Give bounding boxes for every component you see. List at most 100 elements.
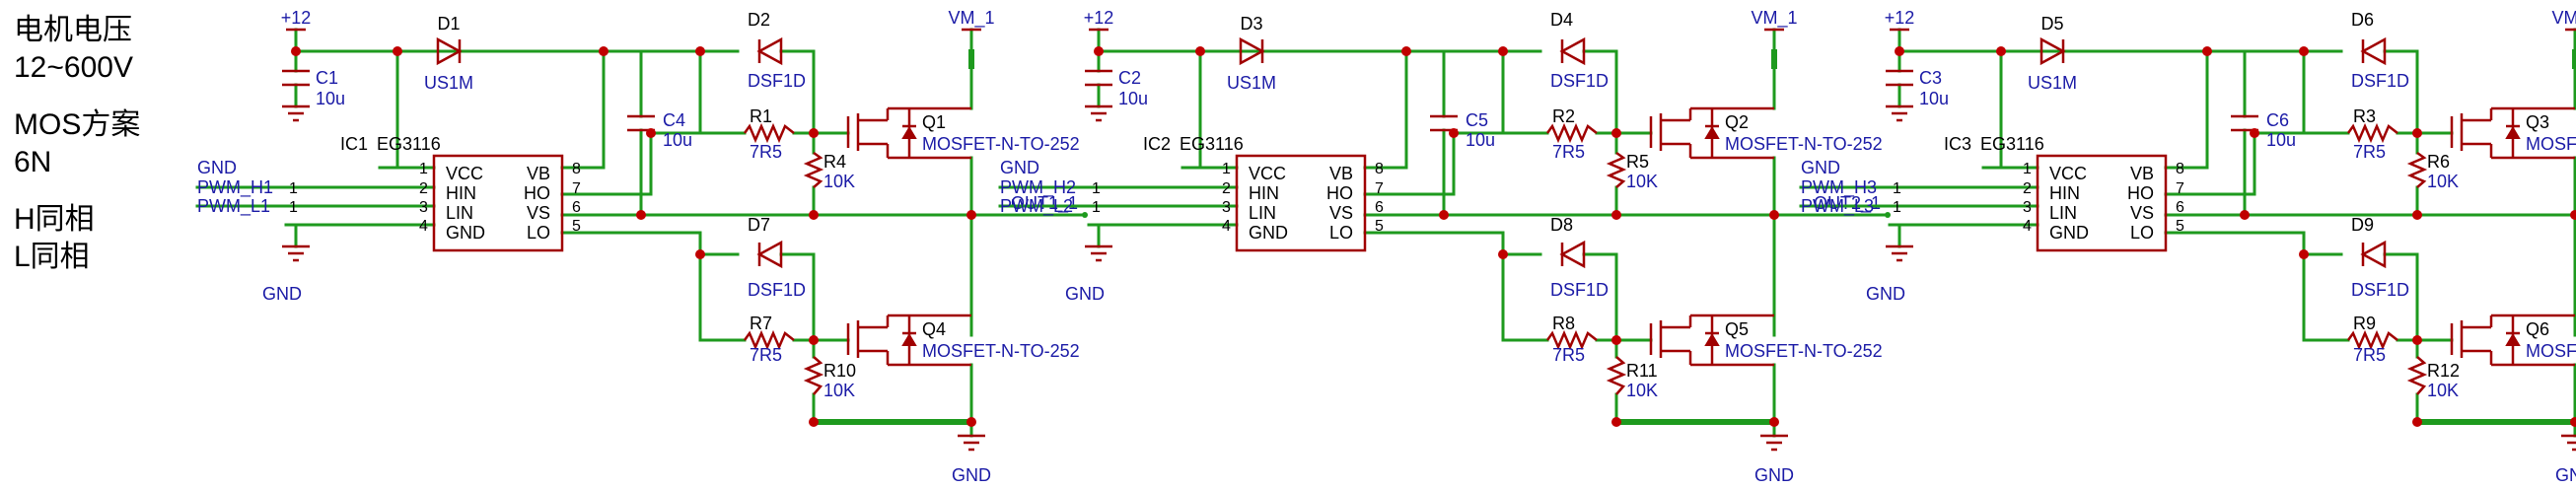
lo-gate-res-ref: R8	[1552, 314, 1575, 333]
ic-pin-5-num: 5	[572, 218, 581, 235]
junction-dots	[1094, 46, 1779, 427]
ic-pin-vs: VS	[527, 203, 550, 223]
ic-pin-5-num: 5	[2176, 218, 2184, 235]
hi-gate-res-value: 7R5	[750, 142, 782, 162]
hi-mos-value: MOSFET-N-TO-252	[922, 134, 1080, 154]
ic-pin-vcc: VCC	[446, 164, 483, 183]
ic-pin-7-num: 7	[572, 180, 581, 197]
pwm-h-label: PWM_H1	[197, 177, 273, 198]
boot-cap-ref: C6	[2266, 110, 2289, 130]
hi-mos-value: MOSFET-N-TO-252	[1725, 134, 1883, 154]
hi-pulldown-value: 10K	[1626, 172, 1658, 191]
hi-mos-ref: Q2	[1725, 112, 1749, 132]
driver-stage-1: +12D1US1MC110uIC1EG3116GNDPWM_H1PWM_L111…	[195, 8, 1088, 485]
hi-mos-ref: Q1	[922, 112, 946, 132]
gnd-label-ic: GND	[1866, 284, 1905, 304]
pwm-h-pin: 1	[1092, 180, 1101, 197]
ic-pin-8-num: 8	[572, 161, 581, 177]
ic-pin-4-num: 4	[1222, 218, 1231, 235]
vcc-label: +12	[281, 8, 312, 28]
design-notes: 电机电压 12~600V MOS方案 6N H同相 L同相	[14, 12, 201, 276]
pwm-l-pin: 1	[1893, 199, 1901, 216]
ic-pin-1-num: 1	[1222, 161, 1231, 177]
ic-pin-hin: HIN	[446, 183, 476, 203]
ic-pin-vb: VB	[2130, 164, 2154, 183]
hi-pulldown-ref: R6	[2427, 152, 2450, 172]
ic-pin-vs: VS	[1329, 203, 1353, 223]
ic-pin-lo: LO	[2130, 223, 2154, 243]
gnd-label-bottom: GND	[2555, 465, 2576, 485]
hi-gate-res-ref: R3	[2353, 106, 2376, 126]
ic-pin-7-num: 7	[1375, 180, 1384, 197]
lo-mos-ref: Q6	[2526, 319, 2549, 339]
ic-pin-3-num: 3	[419, 199, 428, 216]
lo-pulldown-value: 10K	[823, 381, 855, 400]
lo-pulldown-ref: R12	[2427, 361, 2460, 381]
lo-mos-value: MOSFET-N-TO-252	[922, 341, 1080, 361]
driver-stage-3: +12D5US1MC310uIC3EG3116GNDPWM_H3PWM_L311…	[1799, 8, 2576, 485]
ic-pin-6-num: 6	[572, 199, 581, 216]
vcc-label: +12	[1885, 8, 1915, 28]
lo-mos-value: MOSFET-N-TO-252	[2526, 341, 2576, 361]
vm-label: VM_1	[2551, 8, 2576, 29]
note-l-phase: L同相	[14, 241, 90, 273]
lo-diode-value: DSF1D	[1550, 280, 1609, 300]
ic-pin-vb: VB	[527, 164, 550, 183]
pwm-h-label: PWM_H2	[1000, 177, 1076, 198]
ic-pin-4-num: 4	[2023, 218, 2032, 235]
lo-diode-value: DSF1D	[748, 280, 806, 300]
lo-gate-res-ref: R9	[2353, 314, 2376, 333]
ic-pin-ho: HO	[2127, 183, 2154, 203]
gnd-net-label: GND	[197, 158, 237, 177]
lo-gate-res-ref: R7	[750, 314, 772, 333]
note-h-phase: H同相	[14, 203, 95, 236]
components	[1886, 28, 2576, 452]
ic-pin-2-num: 2	[2023, 180, 2032, 197]
lo-diode-value: DSF1D	[2351, 280, 2409, 300]
hi-gate-res-value: 7R5	[2353, 142, 2386, 162]
ic-pin-vs: VS	[2130, 203, 2154, 223]
ic-pin-lin: LIN	[446, 203, 473, 223]
hi-diode-ref: D6	[2351, 10, 2374, 30]
driver-stage-2: +12D3US1MC210uIC2EG3116GNDPWM_H2PWM_L211…	[998, 8, 1891, 485]
components	[282, 28, 1088, 452]
ic-pin-7-num: 7	[2176, 180, 2184, 197]
gnd-label-bottom: GND	[952, 465, 991, 485]
hi-mos-ref: Q3	[2526, 112, 2549, 132]
ic-pin-lo: LO	[527, 223, 550, 243]
ic-pin-1-num: 1	[2023, 161, 2032, 177]
input-cap-ref: C3	[1919, 68, 1942, 88]
pwm-l-label: PWM_L3	[1801, 196, 1874, 217]
gnd-label-bottom: GND	[1754, 465, 1794, 485]
ic-pin-6-num: 6	[2176, 199, 2184, 216]
boot-cap-value: 10u	[663, 130, 692, 150]
hi-diode-ref: D4	[1550, 10, 1573, 30]
ic-type: EG3116	[377, 134, 441, 154]
out-label: OUT1_1	[1011, 193, 1078, 214]
input-cap-ref: C2	[1118, 68, 1141, 88]
hi-diode-ref: D2	[748, 10, 770, 30]
ic-pin-vb: VB	[1329, 164, 1353, 183]
pwm-l-label: PWM_L2	[1000, 196, 1073, 217]
boot-diode-ref: D5	[2040, 14, 2063, 34]
lo-pulldown-value: 10K	[1626, 381, 1658, 400]
lo-mos-ref: Q4	[922, 319, 946, 339]
boot-diode-value: US1M	[424, 73, 473, 93]
hi-diode-value: DSF1D	[2351, 71, 2409, 91]
components	[1085, 28, 1891, 452]
junction-dots	[1895, 46, 2576, 427]
ic-pin-ho: HO	[524, 183, 550, 203]
ic-pin-lin: LIN	[1249, 203, 1276, 223]
lo-gate-res-value: 7R5	[1552, 345, 1585, 365]
wires	[1799, 28, 2576, 438]
lo-diode-ref: D9	[2351, 215, 2374, 235]
ic-type: EG3116	[1980, 134, 2044, 154]
hi-diode-value: DSF1D	[748, 71, 806, 91]
lo-gate-res-value: 7R5	[750, 345, 782, 365]
boot-cap-value: 10u	[1466, 130, 1495, 150]
gnd-label-ic: GND	[1065, 284, 1105, 304]
ic-pin-gnd: GND	[1249, 223, 1288, 243]
vm-label: VM_1	[1751, 8, 1797, 29]
hi-pulldown-ref: R5	[1626, 152, 1649, 172]
